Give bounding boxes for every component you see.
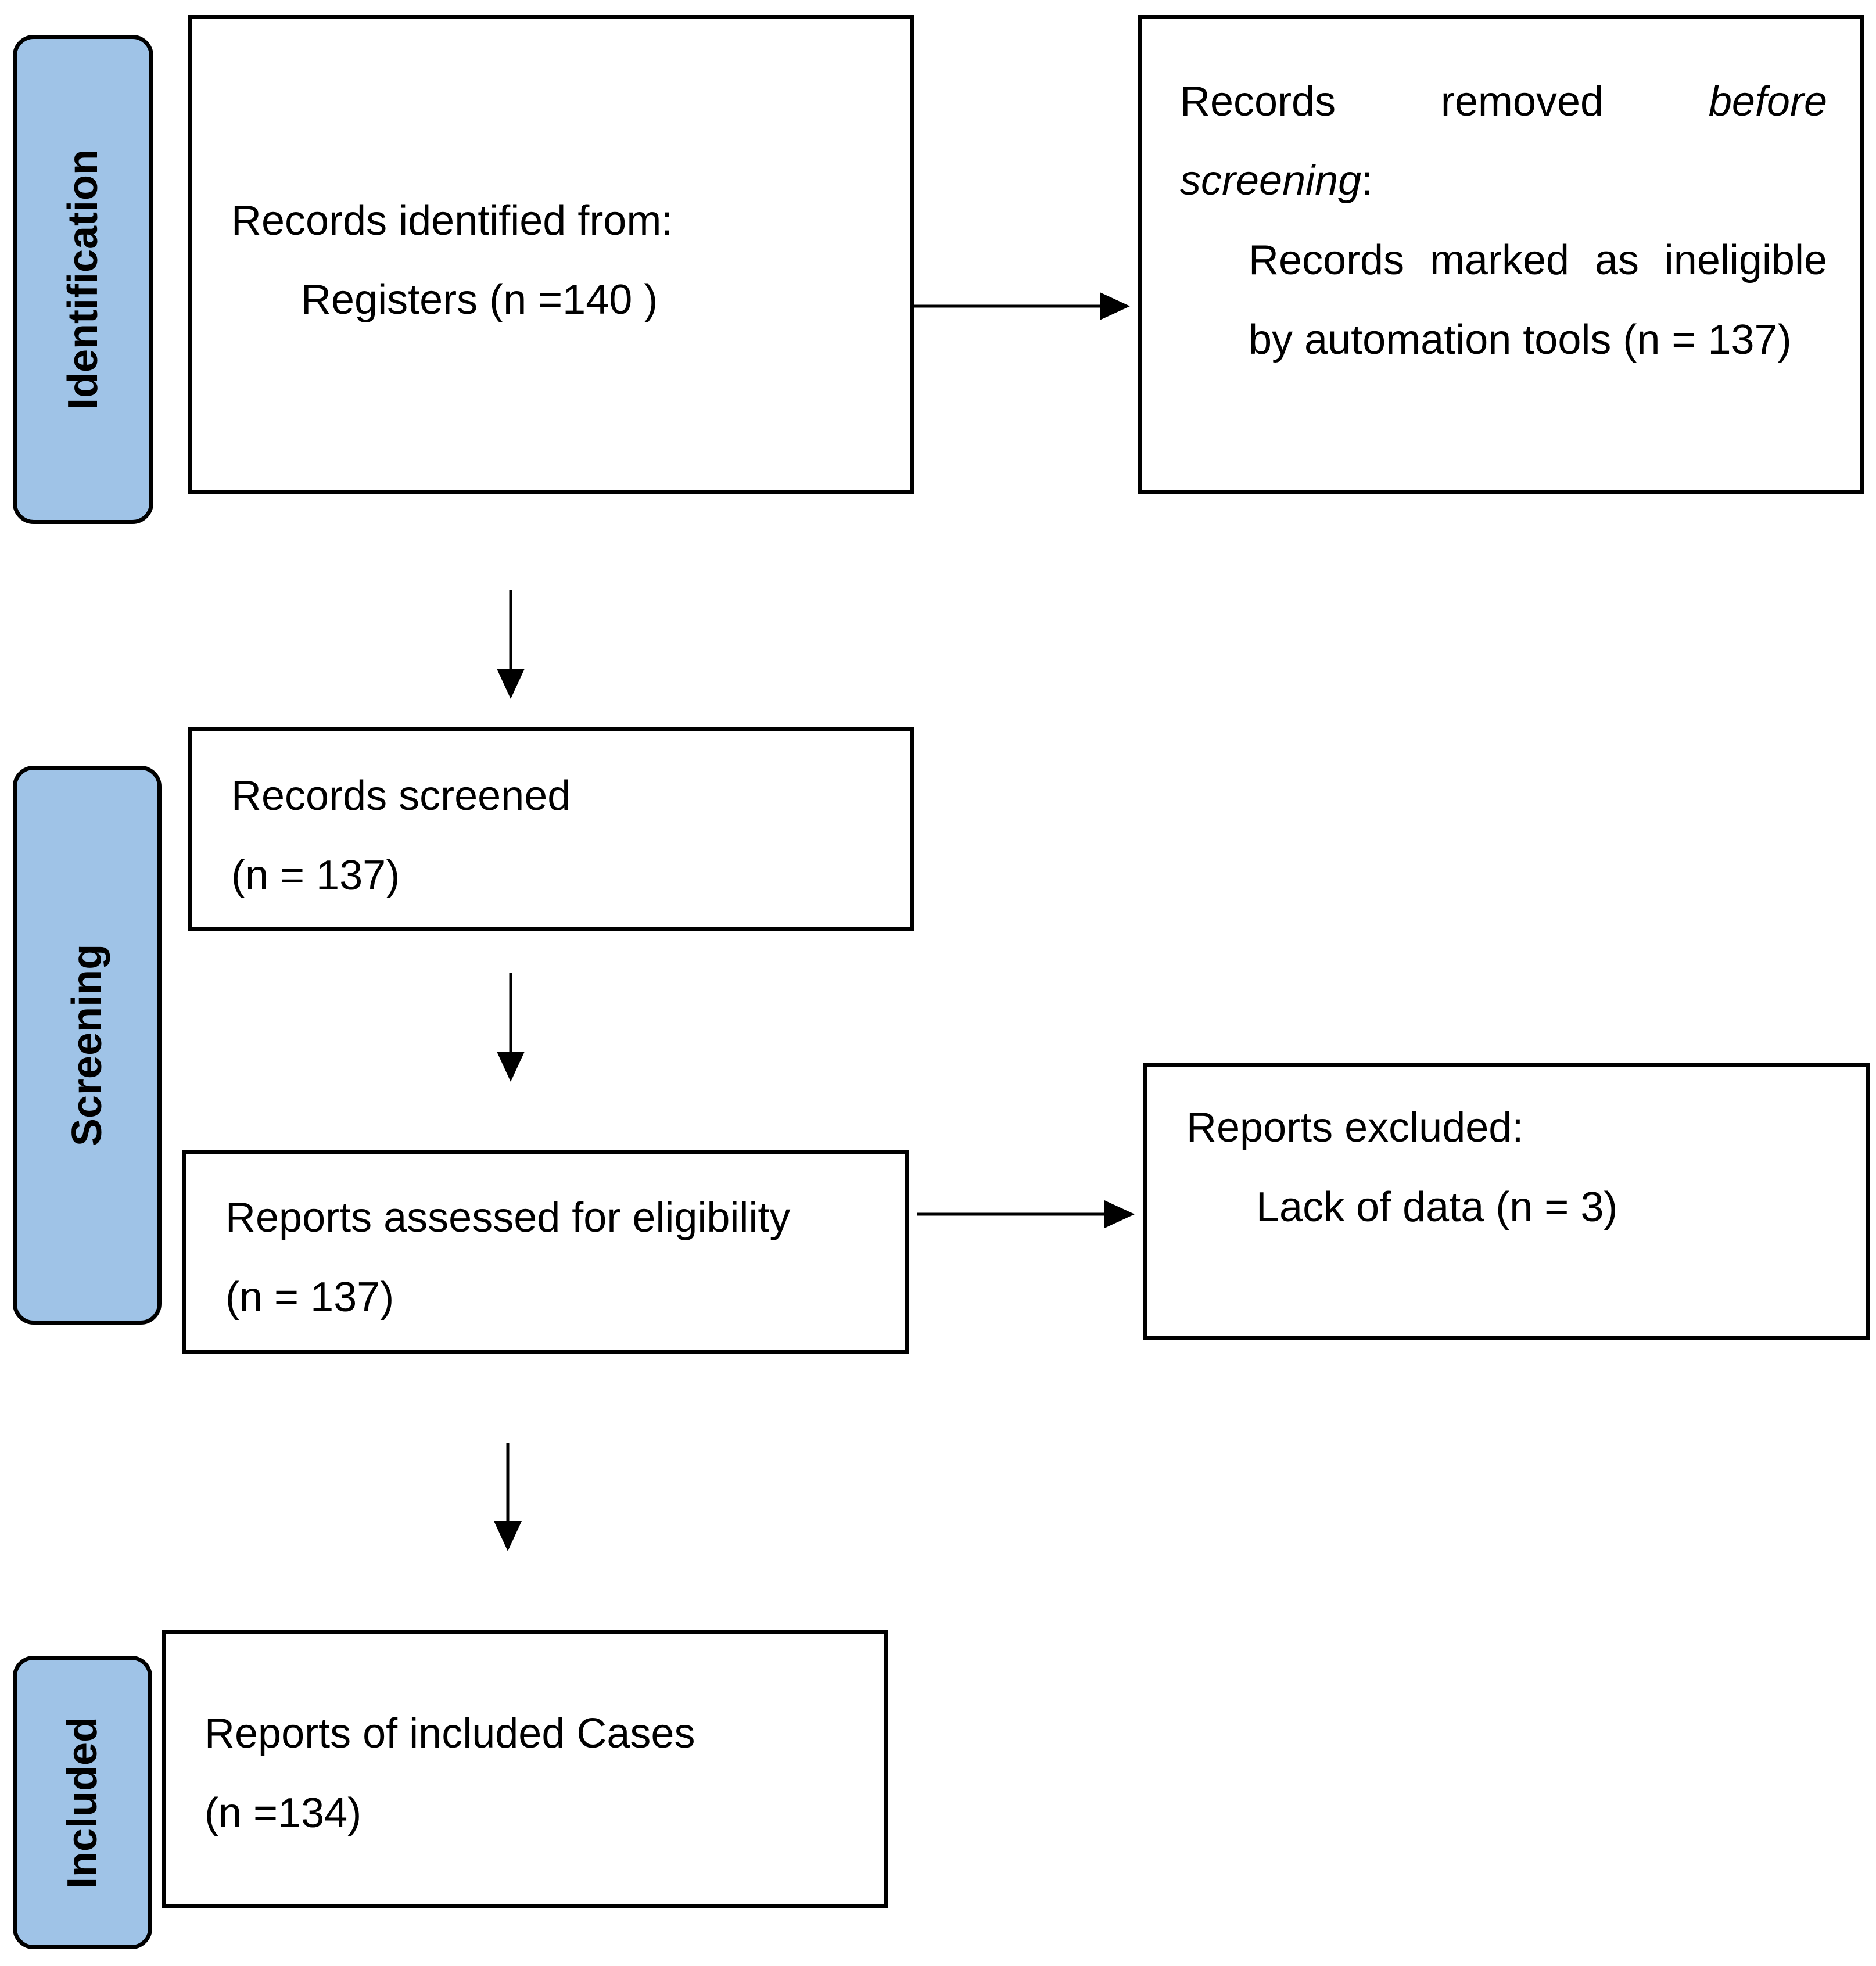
arrowhead-down-3 (494, 1521, 522, 1551)
marked-ineligible-line: Records marked as ineligible (1249, 237, 1827, 284)
heading-word-before: before (1708, 78, 1827, 125)
phase-screening: Screening (13, 766, 162, 1325)
included-cases-box: Reports of included Cases (n =134) (162, 1630, 888, 1908)
reports-assessed-label: Reports assessed for eligibility (225, 1194, 791, 1241)
phase-included: Included (13, 1656, 152, 1949)
phase-identification: Identification (13, 35, 153, 524)
arrowhead-right-1 (1100, 292, 1130, 320)
phase-included-label: Included (59, 1716, 106, 1889)
phase-identification-label: Identification (60, 149, 106, 410)
records-removed-heading: Records removed before (1180, 81, 1827, 123)
records-removed-box: Records removed before screening: Record… (1138, 15, 1864, 494)
heading-word-screening: screening (1180, 157, 1362, 204)
automation-tools-count: by automation tools (n = 137) (1249, 317, 1792, 363)
records-identified-box: Records identified from: Registers (n =1… (188, 15, 914, 494)
arrowhead-down-2 (497, 1052, 525, 1082)
reports-excluded-heading: Reports excluded: (1186, 1104, 1524, 1151)
arrowhead-right-2 (1104, 1200, 1135, 1228)
records-identified-heading: Records identified from: (231, 198, 673, 244)
included-cases-count: (n =134) (205, 1790, 362, 1836)
heading-colon: : (1361, 157, 1373, 204)
lack-of-data-count: Lack of data (n = 3) (1256, 1184, 1618, 1230)
records-screened-box: Records screened (n = 137) (188, 727, 914, 931)
registers-count: Registers (n =140 ) (301, 277, 658, 323)
phase-screening-label: Screening (64, 943, 110, 1147)
reports-assessed-count: (n = 137) (225, 1274, 394, 1321)
heading-word-records: Records (1180, 78, 1336, 125)
heading-word-removed: removed (1440, 78, 1604, 125)
included-cases-label: Reports of included Cases (205, 1710, 695, 1757)
records-screened-label: Records screened (231, 773, 571, 819)
arrowhead-down-1 (497, 669, 525, 699)
reports-excluded-box: Reports excluded: Lack of data (n = 3) (1143, 1063, 1870, 1340)
records-removed-heading-cont: screening: (1180, 160, 1373, 202)
records-screened-count: (n = 137) (231, 852, 400, 899)
reports-assessed-box: Reports assessed for eligibility (n = 13… (182, 1150, 909, 1354)
